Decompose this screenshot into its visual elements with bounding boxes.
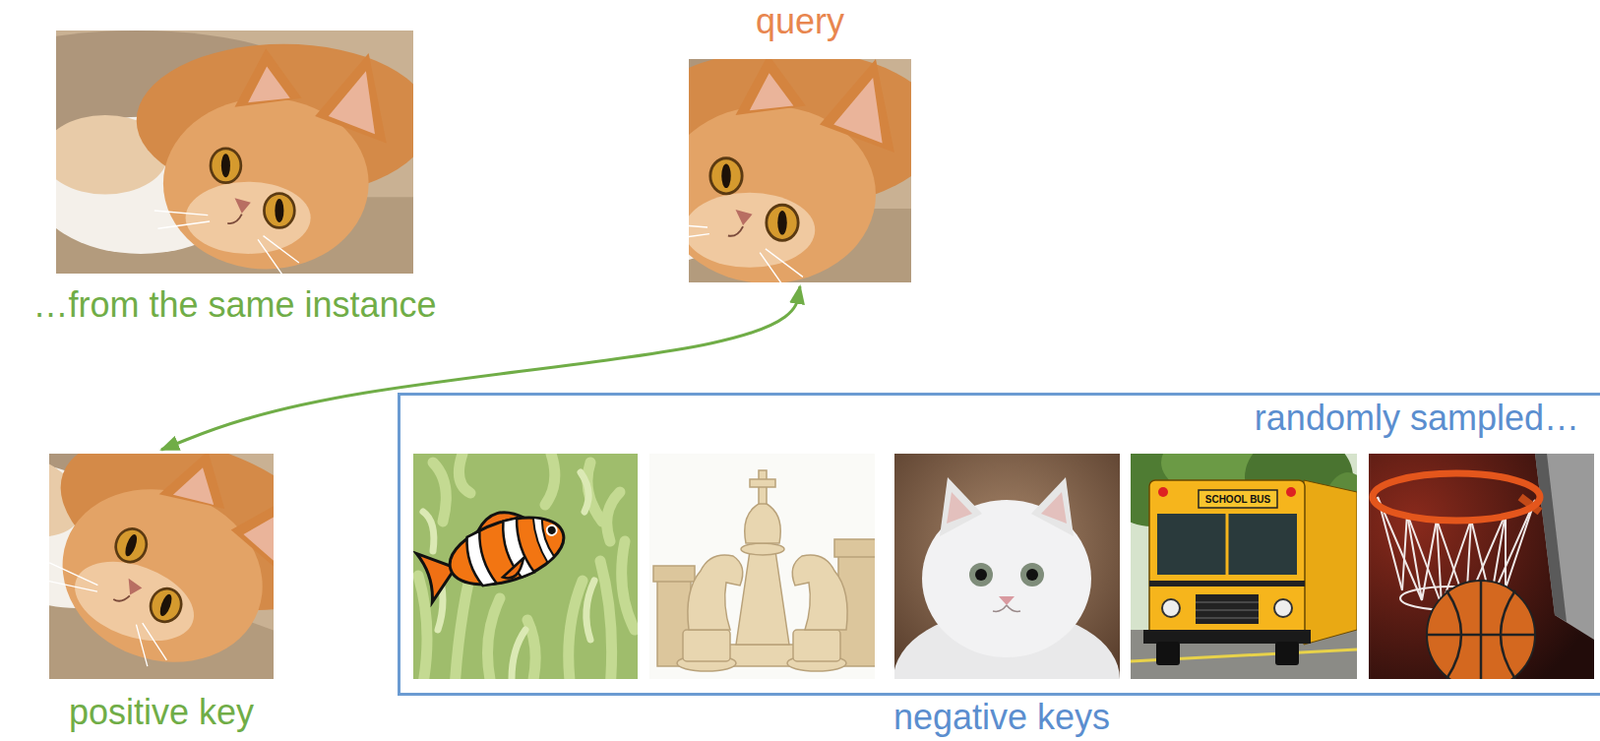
- clownfish-photo-part-part: [607, 492, 620, 542]
- instance-caption: …from the same instance: [32, 285, 436, 325]
- school-bus-photo-part: [1143, 629, 1311, 644]
- instance-cat-photo-part: [56, 30, 414, 274]
- chess-photo-part-part: [834, 539, 875, 557]
- clownfish-photo-part-part: [511, 629, 526, 679]
- clownfish-photo-part: [413, 495, 572, 607]
- negative-keys-caption: negative keys: [893, 697, 1110, 738]
- basketball-photo-part: [1535, 453, 1567, 622]
- basketball-photo-part: [1426, 580, 1536, 679]
- white-kitten-photo-part: [1020, 562, 1045, 587]
- clownfish-photo-part-part: [530, 515, 555, 564]
- school-bus-photo-part: [1303, 480, 1357, 645]
- query-heading: query: [755, 1, 845, 42]
- query-cat-photo: [688, 59, 912, 283]
- chess-photo-part-part: [682, 629, 731, 662]
- chess-photo-part-part: [749, 479, 776, 488]
- instance-image-node: …from the same instance: [56, 30, 414, 274]
- chess-photo-part-part: [793, 629, 841, 662]
- clownfish-photo-part-part: [488, 598, 501, 679]
- query-image-node: query: [688, 59, 912, 283]
- white-kitten-photo-part: [992, 605, 1021, 612]
- negative-box-heading: randomly sampled…: [1254, 398, 1580, 438]
- positive-cat-photo: [49, 453, 274, 679]
- white-kitten-photo-part: [975, 568, 987, 581]
- positive-key-caption: positive key: [68, 692, 254, 733]
- chess-photo-part-part: [687, 554, 743, 630]
- white-kitten-photo-part: [939, 477, 983, 537]
- chess-photo-part-part: [740, 543, 785, 555]
- clownfish-photo-part-part: [586, 580, 595, 640]
- school-bus-photo: [1130, 453, 1357, 679]
- school-bus-photo-part: [1274, 599, 1293, 617]
- chess-photo-part-part: [744, 501, 781, 544]
- clownfish-photo-part-part: [568, 580, 583, 679]
- basketball-photo-part: [1426, 580, 1536, 679]
- school-bus-photo-part: [1157, 513, 1297, 575]
- school-bus-photo-part: [1275, 641, 1299, 666]
- white-kitten-photo-part: [1041, 492, 1067, 524]
- white-kitten-photo: [894, 453, 1120, 679]
- school-bus-photo-part: [1149, 580, 1305, 587]
- basketball-photo: [1368, 453, 1595, 679]
- clownfish-photo-part: [418, 453, 635, 679]
- white-kitten-photo-part: [1031, 477, 1074, 537]
- chess-photo-part: [649, 453, 875, 679]
- school-bus-photo-part: [1149, 480, 1305, 643]
- clownfish-photo-part-part: [432, 462, 446, 522]
- basketball-photo-part: [1372, 473, 1540, 521]
- school-bus-photo-part: [1195, 594, 1259, 624]
- clownfish-photo-part-part: [621, 541, 635, 630]
- chess-photo: [649, 453, 875, 679]
- school-bus-photo-part: [1130, 453, 1357, 679]
- white-kitten-photo-part: [969, 562, 993, 587]
- school-bus-photo-part: [1195, 602, 1259, 618]
- white-kitten-photo-part: [998, 596, 1015, 606]
- clownfish-photo-part-part: [461, 531, 496, 590]
- clownfish-photo-part-part: [545, 453, 555, 505]
- school-bus-photo-part: [1226, 513, 1230, 575]
- clownfish-photo-part-part: [497, 516, 536, 579]
- positive-key-node: positive key: [49, 453, 274, 679]
- school-bus-photo-part: [1162, 599, 1180, 617]
- clownfish-photo-part-part: [423, 511, 434, 552]
- white-kitten-photo-part: [946, 492, 973, 524]
- white-kitten-photo-part: [1026, 568, 1039, 581]
- clownfish-photo-part-part: [580, 472, 589, 512]
- positive-cat-photo-part: [49, 453, 274, 679]
- chess-photo-part-part: [653, 565, 695, 582]
- chess-photo-part: [676, 470, 848, 672]
- school-bus-photo-part: [1286, 487, 1296, 497]
- chess-photo-part-part: [792, 554, 848, 630]
- clownfish-photo-part-part: [600, 560, 613, 679]
- instance-cat-photo: [56, 30, 414, 274]
- clownfish-photo-part-part: [547, 525, 557, 536]
- bus-sign-text: SCHOOL BUS: [1205, 493, 1272, 505]
- clownfish-photo-part-part: [418, 575, 428, 679]
- clownfish-photo-part-part: [458, 453, 471, 493]
- clownfish-photo: [413, 453, 638, 679]
- clownfish-photo-part-part: [441, 504, 573, 598]
- basketball-photo-part: [1535, 453, 1595, 640]
- chess-photo-part: [653, 539, 875, 667]
- school-bus-photo-part: [1158, 487, 1169, 497]
- school-bus-photo-part: [1156, 641, 1180, 666]
- clownfish-photo-part-part: [498, 557, 528, 580]
- school-bus-photo-part: [1198, 490, 1278, 508]
- negative-keys-box: randomly sampled…negative keys: [397, 392, 1600, 696]
- chess-photo-part-part: [736, 551, 790, 645]
- query-cat-photo-part: [688, 59, 912, 283]
- clownfish-photo-part-part: [544, 522, 559, 538]
